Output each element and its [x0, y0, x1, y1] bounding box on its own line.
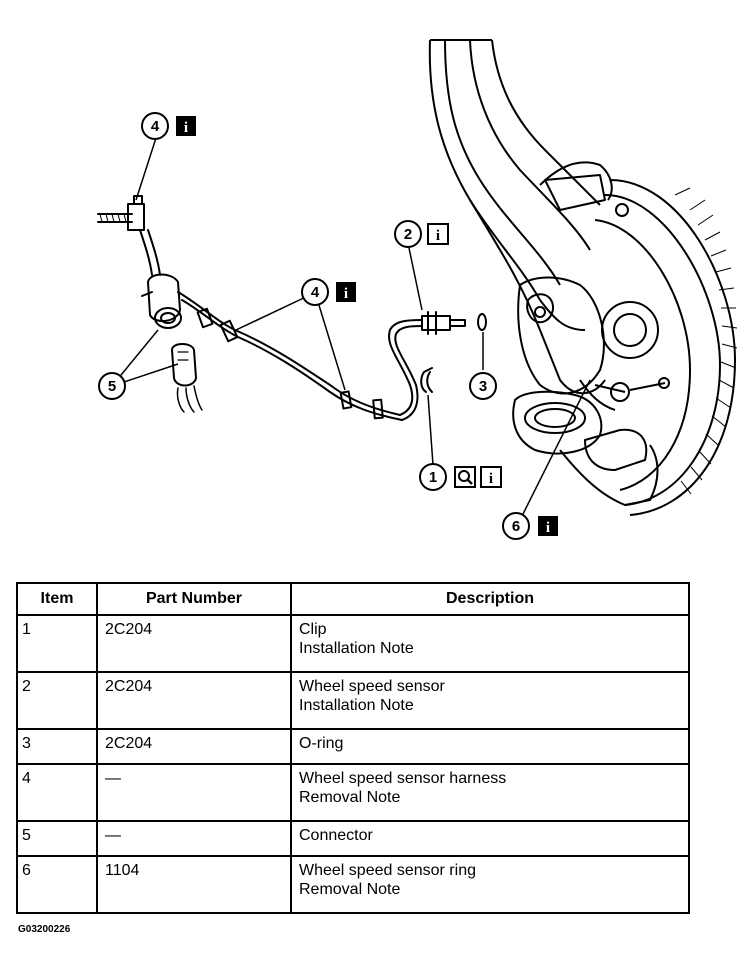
- table-row: 3 2C204 O-ring: [16, 728, 690, 765]
- svg-text:2: 2: [404, 226, 412, 243]
- info-icon[interactable]: [538, 516, 558, 536]
- description: Wheel speed sensor ring: [299, 862, 476, 879]
- parts-table: Item Part Number Description 1 2C204 Cli…: [16, 582, 690, 914]
- part-number: 2C204: [96, 728, 292, 765]
- installation-note-link[interactable]: Installation Note: [299, 640, 414, 657]
- callout-2[interactable]: 2 i: [394, 220, 449, 248]
- svg-text:4: 4: [311, 284, 320, 301]
- description: Wheel speed sensor harness: [299, 770, 507, 787]
- item-number: 4: [16, 763, 98, 822]
- installation-note-link[interactable]: Installation Note: [299, 697, 414, 714]
- column-header-description: Description: [290, 582, 690, 616]
- callout-4-top[interactable]: 4: [141, 112, 196, 140]
- removal-note-link[interactable]: Removal Note: [299, 789, 401, 806]
- sensor-harness: [97, 195, 487, 421]
- svg-text:3: 3: [479, 378, 487, 395]
- item-number: 2: [16, 671, 98, 730]
- column-header-item: Item: [16, 582, 98, 616]
- exploded-view-diagram: i: [97, 39, 738, 540]
- description-cell: Wheel speed sensor ring Removal Note: [290, 855, 690, 914]
- item-number: 3: [16, 728, 98, 765]
- callout-5[interactable]: 5: [98, 372, 126, 400]
- description: Wheel speed sensor: [299, 678, 445, 695]
- column-header-part-number: Part Number: [96, 582, 292, 616]
- item-number: 6: [16, 855, 98, 914]
- info-icon[interactable]: [336, 282, 356, 302]
- svg-text:i: i: [436, 228, 440, 244]
- description-cell: Wheel speed sensor Installation Note: [290, 671, 690, 730]
- table-row: 5 — Connector: [16, 820, 690, 857]
- svg-text:4: 4: [151, 118, 160, 135]
- table-row: 6 1104 Wheel speed sensor ring Removal N…: [16, 855, 690, 914]
- description-cell: O-ring: [290, 728, 690, 765]
- magnifier-icon[interactable]: [454, 466, 476, 488]
- removal-note-link[interactable]: Removal Note: [299, 881, 401, 898]
- callout-4-middle[interactable]: 4: [301, 278, 356, 306]
- description-cell: Connector: [290, 820, 690, 857]
- svg-text:1: 1: [429, 469, 437, 486]
- svg-text:6: 6: [512, 518, 520, 535]
- description: Connector: [299, 827, 373, 844]
- description: O-ring: [299, 735, 344, 752]
- knuckle-assembly: [428, 39, 738, 516]
- item-number: 1: [16, 614, 98, 673]
- svg-text:5: 5: [108, 378, 116, 395]
- callout-6[interactable]: 6: [502, 512, 558, 540]
- part-number: —: [96, 763, 292, 822]
- table-row: 4 — Wheel speed sensor harness Removal N…: [16, 763, 690, 822]
- svg-text:i: i: [489, 471, 493, 487]
- description: Clip: [299, 621, 327, 638]
- part-number: 2C204: [96, 671, 292, 730]
- item-number: 5: [16, 820, 98, 857]
- info-icon[interactable]: [176, 116, 196, 136]
- info-icon[interactable]: i: [480, 466, 502, 488]
- info-icon[interactable]: i: [427, 223, 449, 245]
- description-cell: Clip Installation Note: [290, 614, 690, 673]
- part-number: 2C204: [96, 614, 292, 673]
- callout-3[interactable]: 3: [469, 372, 497, 400]
- callout-1[interactable]: 1 i: [419, 463, 502, 491]
- description-cell: Wheel speed sensor harness Removal Note: [290, 763, 690, 822]
- part-number: —: [96, 820, 292, 857]
- figure-id: G03200226: [18, 924, 71, 935]
- table-row: 2 2C204 Wheel speed sensor Installation …: [16, 671, 690, 730]
- table-header-row: Item Part Number Description: [16, 582, 690, 616]
- part-number: 1104: [96, 855, 292, 914]
- table-row: 1 2C204 Clip Installation Note: [16, 614, 690, 673]
